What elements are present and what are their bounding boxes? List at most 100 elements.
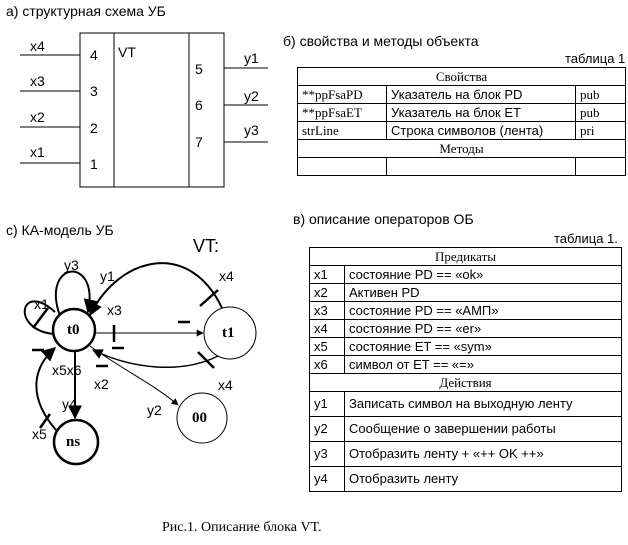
property-access: pub: [575, 103, 626, 122]
vt-block-name: VT: [118, 44, 136, 60]
action-code: y1: [309, 391, 345, 417]
edge-label-x5x6: x5x6: [52, 362, 82, 378]
table-row: x6 символ от ET == «=»: [309, 355, 622, 374]
edge-label-x4-top: x4: [219, 268, 234, 284]
predicate-code: x1: [309, 265, 345, 284]
properties-header: Свойства: [297, 67, 626, 86]
action-desc: Сообщение о завершении работы: [344, 416, 622, 442]
table-row: x1 состояние PD == «ok»: [309, 265, 622, 284]
section-a-title: а) структурная схема УБ: [6, 3, 166, 19]
table-row: y3 Отобразить ленту + «++ OK ++»: [309, 441, 622, 467]
empty-cell: [386, 157, 576, 176]
section-c-title: с) КА-модель УБ: [6, 222, 114, 238]
port-5: 5: [195, 61, 203, 77]
model-title: VT:: [193, 236, 220, 256]
action-code: y3: [309, 441, 345, 467]
edge-label-x3: x3: [107, 302, 122, 318]
tick-x4-bottom: [197, 351, 215, 369]
predicate-code: x6: [309, 355, 345, 374]
methods-header: Методы: [297, 139, 626, 158]
predicate-code: x3: [309, 301, 345, 320]
output-label-y3: y3: [244, 122, 259, 138]
port-1: 1: [90, 156, 98, 172]
predicate-desc: состояние PD == «ok»: [344, 265, 622, 284]
output-label-y1: y1: [244, 50, 259, 66]
edge-label-y3: y3: [64, 257, 79, 273]
predicate-desc: состояние PD == «АМП»: [344, 301, 622, 320]
state-t1-label: t1: [222, 325, 235, 341]
property-name: **ppFsaET: [297, 103, 387, 122]
section-v-title: в) описание операторов ОБ: [293, 211, 474, 227]
actions-header: Действия: [309, 373, 622, 392]
property-access: pri: [575, 121, 626, 140]
predicate-desc: символ от ET == «=»: [344, 355, 622, 374]
edge-t0-loop-x1: [23, 300, 56, 335]
predicate-code: x2: [309, 283, 345, 302]
state-ns-circle: [52, 418, 100, 466]
table-row: x3 состояние PD == «АМП»: [309, 301, 622, 320]
predicate-desc: состояние ET == «sym»: [344, 337, 622, 356]
property-desc: Строка символов (лента): [386, 121, 576, 140]
input-label-x2: x2: [30, 109, 45, 125]
property-desc: Указатель на блок PD: [386, 85, 576, 104]
table-row: y2 Сообщение о завершении работы: [309, 416, 622, 442]
state-t0-circle: [51, 307, 97, 353]
table-row: x2 Активен PD: [309, 283, 622, 302]
table-row: **ppFsaPD Указатель на блок PD pub: [297, 85, 626, 104]
property-access: pub: [575, 85, 626, 104]
action-desc: Записать символ на выходную ленту: [344, 391, 622, 417]
predicate-code: x4: [309, 319, 345, 338]
state-00-circle: [176, 392, 228, 444]
table-row: x5 состояние ET == «sym»: [309, 337, 622, 356]
table-row: **ppFsaET Указатель на блок ET pub: [297, 103, 626, 122]
port-2: 2: [90, 120, 98, 136]
edge-ns-t0: [35, 347, 57, 431]
edge-label-x2: x2: [94, 376, 109, 392]
port-3: 3: [90, 83, 98, 99]
predicate-desc: Активен PD: [344, 283, 622, 302]
action-code: y2: [309, 416, 345, 442]
properties-table: Свойства **ppFsaPD Указатель на блок PD …: [297, 67, 626, 176]
action-desc: Отобразить ленту: [344, 466, 622, 492]
state-t0-label: t0: [67, 322, 80, 338]
table-row: x4 состояние PD == «er»: [309, 319, 622, 338]
predicates-header: Предикаты: [309, 247, 622, 266]
input-label-x4: x4: [30, 38, 45, 54]
predicate-code: x5: [309, 337, 345, 356]
edge-label-x4-bottom: x4: [218, 377, 233, 393]
property-desc: Указатель на блок ET: [386, 103, 576, 122]
action-desc: Отобразить ленту + «++ OK ++»: [344, 441, 622, 467]
section-b-title: б) свойства и методы объекта: [283, 33, 479, 49]
port-6: 6: [195, 97, 203, 113]
state-00-label: 00: [192, 410, 207, 426]
edge-t1-t0-y1: [89, 262, 223, 317]
edge-t1-t0-x4: [92, 349, 219, 369]
section-b-table-label: таблица 1: [565, 51, 626, 66]
figure-caption: Рис.1. Описание блока VT.: [162, 520, 322, 535]
port-7: 7: [195, 134, 203, 150]
section-v-table-label: таблица 1.: [554, 231, 618, 246]
state-ns-label: ns: [66, 434, 81, 450]
edge-label-y1: y1: [100, 268, 115, 284]
table-row: strLine Строка символов (лента) pri: [297, 121, 626, 140]
tick-x5: [38, 413, 52, 429]
property-name: strLine: [297, 121, 387, 140]
edge-label-x5: x5: [32, 426, 47, 442]
input-label-x1: x1: [30, 144, 45, 160]
edge-label-y2: y2: [147, 402, 162, 418]
input-label-x3: x3: [30, 73, 45, 89]
property-name: **ppFsaPD: [297, 85, 387, 104]
output-label-y2: y2: [244, 88, 259, 104]
edge-t0-loop-y3: [54, 270, 98, 317]
state-t1-circle: [203, 306, 257, 360]
table-row: y4 Отобразить ленту: [309, 466, 622, 492]
table-row: [297, 157, 626, 176]
predicate-desc: состояние PD == «er»: [344, 319, 622, 338]
tick-x4-top: [199, 289, 219, 307]
action-code: y4: [309, 466, 345, 492]
empty-cell: [297, 157, 387, 176]
edge-label-y4: y4: [62, 396, 77, 412]
table-row: y1 Записать символ на выходную ленту: [309, 391, 622, 417]
edge-t0-00-y2: [89, 345, 179, 406]
